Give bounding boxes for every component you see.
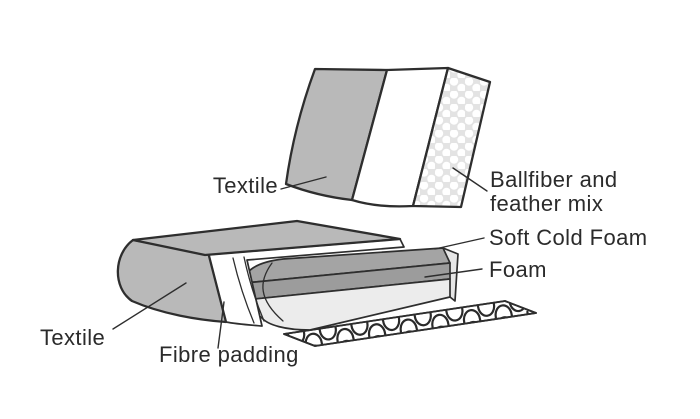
textile-cover xyxy=(116,219,402,324)
seat-cushion xyxy=(116,219,537,347)
leader-ballfiber xyxy=(452,167,488,192)
label-soft-cold-foam: Soft Cold Foam xyxy=(489,225,647,250)
foam-block xyxy=(244,247,459,331)
label-ballfiber-line1: Ballfiber and xyxy=(490,167,618,192)
pillow-textile-face xyxy=(284,67,389,202)
label-ballfiber-line2: feather mix xyxy=(490,191,603,216)
pillow-ballfiber-face xyxy=(411,66,492,209)
textile-front-face xyxy=(116,238,228,324)
back-cushion xyxy=(284,66,492,209)
label-textile-top: Textile xyxy=(213,173,278,198)
leader-foam xyxy=(424,268,483,278)
leader-soft-cold-foam xyxy=(434,237,485,250)
foam-rounded-end-contour xyxy=(262,262,284,322)
label-fibre-padding: Fibre padding xyxy=(159,342,299,367)
spring-mat-outline xyxy=(283,300,537,347)
label-foam: Foam xyxy=(489,257,547,282)
leader-lines xyxy=(112,167,488,349)
leader-fibre-padding xyxy=(217,301,225,349)
label-textile-bottom: Textile xyxy=(40,325,105,350)
leader-textile-bottom xyxy=(112,282,187,330)
leader-textile-top xyxy=(280,176,327,190)
padding-contour-1 xyxy=(232,257,255,324)
padding-contour-2 xyxy=(243,256,265,322)
textile-top-face xyxy=(131,219,402,257)
labels: Textile Ballfiber and feather mix Soft C… xyxy=(40,167,647,367)
